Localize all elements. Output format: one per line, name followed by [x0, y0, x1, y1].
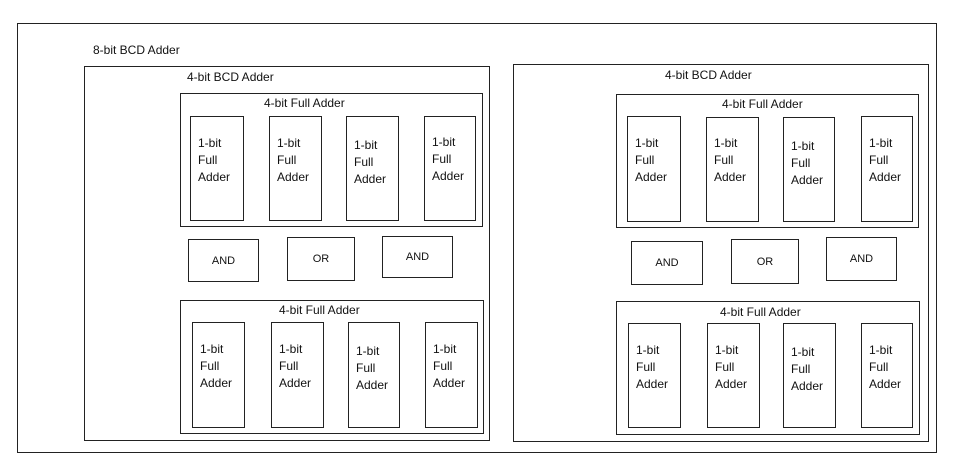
- full-adder-left-bottom-label: 4-bit Full Adder: [279, 303, 360, 317]
- and-gate: AND: [382, 236, 453, 278]
- bcd-8bit-adder-label: 8-bit BCD Adder: [93, 43, 180, 57]
- or-gate: OR: [731, 239, 799, 284]
- bcd-4bit-adder-right-label: 4-bit BCD Adder: [665, 68, 752, 82]
- bcd-4bit-adder-left-label: 4-bit BCD Adder: [187, 70, 274, 84]
- and-gate: AND: [826, 237, 897, 281]
- and-gate: AND: [188, 239, 259, 282]
- full-adder-left-top-label: 4-bit Full Adder: [264, 96, 345, 110]
- full-adder-right-bottom-label: 4-bit Full Adder: [720, 305, 801, 319]
- or-gate: OR: [287, 237, 355, 281]
- full-adder-right-top-label: 4-bit Full Adder: [722, 97, 803, 111]
- and-gate: AND: [631, 241, 703, 285]
